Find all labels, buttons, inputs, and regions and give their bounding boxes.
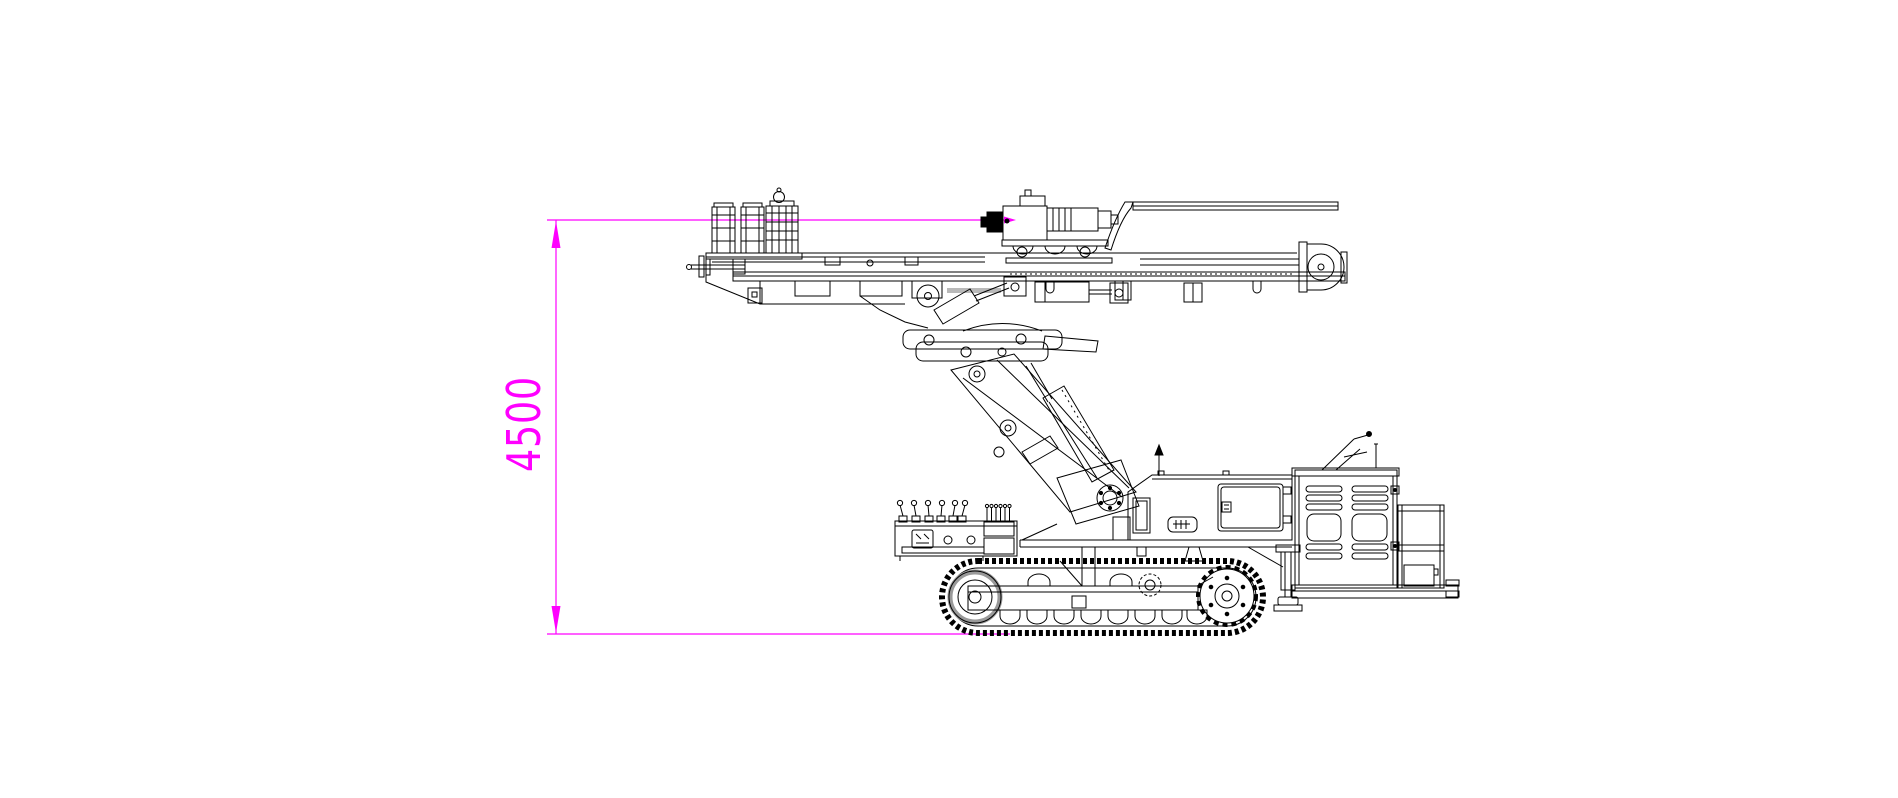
outrigger-jack	[1273, 544, 1303, 612]
mast-end-pulley-housing	[1298, 241, 1348, 293]
dimension-arrow-up	[551, 221, 561, 248]
mast-feed-beam	[686, 187, 1348, 305]
dimension-arrow-down	[551, 606, 561, 633]
main-boom	[950, 353, 1140, 541]
dimension-line-4500: 4500	[497, 216, 1016, 635]
rear-drawer	[1403, 564, 1435, 587]
rail-hole	[866, 259, 874, 267]
rotary-drill-head	[980, 189, 1119, 264]
machine-body	[1127, 431, 1460, 612]
control-levers	[896, 499, 969, 523]
knob	[943, 535, 953, 545]
rod-clamp-tower-a	[711, 202, 736, 254]
head-gearbox	[1002, 205, 1048, 241]
engine-housing	[1291, 431, 1400, 589]
shade-band	[947, 288, 1001, 293]
starter-handle	[1321, 431, 1372, 471]
dimension-label: 4500	[497, 376, 551, 472]
track-idler-wheel	[947, 569, 1003, 625]
swing-linkage	[859, 276, 1129, 383]
door-handle	[1221, 501, 1232, 513]
mast-cradle	[859, 295, 929, 329]
mast-front-bracket	[705, 259, 905, 305]
control-valve-stand	[894, 499, 1018, 561]
head-carriage	[1001, 239, 1113, 264]
end-pulley	[1307, 253, 1335, 281]
cab-door	[1217, 483, 1284, 532]
walkway-deck	[1019, 523, 1292, 562]
rod-clamp-tower-b	[740, 202, 765, 254]
track-frame	[967, 547, 1214, 611]
mast-top-beam	[1104, 201, 1339, 251]
crawler-track	[939, 558, 1266, 636]
valve-bank	[983, 503, 1015, 555]
road-wheels	[999, 609, 1208, 625]
slide-cylinder	[1034, 281, 1129, 304]
rear-cabinet	[1397, 504, 1445, 589]
boom-link	[1021, 435, 1059, 465]
drill-rod-tip	[686, 255, 746, 278]
knob	[966, 535, 976, 545]
body-skirt	[1247, 546, 1284, 568]
pivot-bolt	[968, 365, 986, 383]
gauge-panel	[911, 529, 934, 549]
carrier-rollers	[1027, 573, 1133, 587]
boom-foot	[1056, 459, 1140, 541]
head-motor	[1046, 207, 1119, 232]
name-plate	[1167, 516, 1198, 533]
foot-flange	[1096, 484, 1124, 512]
antenna-rod	[1374, 443, 1378, 468]
cab-housing	[1127, 470, 1293, 541]
warning-staff	[1154, 443, 1164, 476]
tilt-cylinder	[933, 276, 1027, 325]
clamp-base-plate	[705, 252, 803, 260]
spindle-chuck	[980, 216, 988, 228]
base-frame	[1291, 579, 1460, 599]
track-gear	[1138, 573, 1162, 597]
cradle-pivot-disc	[916, 284, 940, 308]
tow-hitch	[1445, 590, 1460, 598]
rail-hangers	[1045, 280, 1262, 303]
engine-access-panels	[1306, 513, 1388, 542]
boom-lift-cylinder	[1025, 362, 1115, 483]
door-hinge	[1282, 515, 1292, 524]
door-hinge	[1282, 486, 1292, 495]
crawler-undercarriage	[939, 547, 1266, 636]
tow-hitch	[1445, 579, 1460, 587]
boom-pin	[999, 419, 1017, 437]
engine-louvers	[1305, 485, 1389, 560]
